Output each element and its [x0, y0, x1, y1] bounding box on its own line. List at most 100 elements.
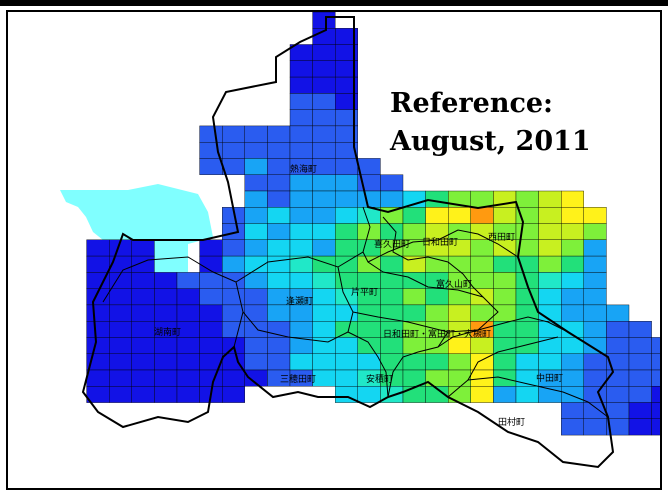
mesh-cell [199, 158, 223, 175]
mesh-cell [583, 223, 607, 240]
mesh-cell [199, 125, 223, 143]
mesh-cell [312, 12, 336, 29]
mesh-cell [267, 353, 291, 371]
mesh-cell [335, 353, 359, 371]
mesh-cell [289, 207, 313, 224]
mesh-cell [267, 272, 291, 289]
mesh-cell [221, 255, 245, 273]
mesh-cell [561, 353, 585, 371]
mesh-cell [312, 141, 336, 159]
mesh-cell [538, 321, 562, 338]
mesh-cell [221, 386, 245, 403]
boundary-line [347, 331, 389, 398]
mesh-cell [357, 158, 381, 175]
mesh-cell [154, 353, 178, 371]
mesh-cell [470, 190, 494, 208]
boundary-line [382, 216, 484, 298]
mesh-cell [86, 239, 110, 257]
mesh-cell [312, 109, 336, 127]
mesh-cell [176, 272, 200, 289]
mesh-cell [470, 386, 494, 403]
mesh-cell [244, 337, 268, 354]
mesh-cell [335, 174, 359, 192]
mesh-cell [199, 239, 223, 257]
mesh-cell [267, 337, 291, 354]
mesh-cell [583, 353, 607, 371]
mesh-cell [561, 255, 585, 273]
mesh-cell [312, 44, 336, 61]
mesh-cell [289, 272, 313, 289]
mesh-cell [651, 418, 660, 436]
mesh-cell [493, 353, 517, 371]
mesh-cell [131, 288, 155, 306]
mesh-cell [154, 288, 178, 306]
mesh-cell [335, 190, 359, 208]
mesh-cell [289, 174, 313, 192]
town-label: 富久山町 [436, 278, 472, 290]
mesh-cell [583, 272, 607, 289]
mesh-cell [176, 369, 200, 387]
mesh-cell [583, 337, 607, 354]
mesh-cell [425, 288, 449, 306]
mesh-cell [131, 239, 155, 257]
mesh-grid [60, 12, 660, 436]
mesh-cell [267, 304, 291, 322]
mesh-cell [357, 304, 381, 322]
map-panel: 熱海町西田町喜久田町日和田町富久山町片平町逢瀬町湖南町日和田町・富田町・大槻町三… [6, 10, 662, 490]
mesh-cell [244, 125, 268, 143]
mesh-cell [176, 337, 200, 354]
mesh-cell [199, 321, 223, 338]
mesh-cell [402, 255, 426, 273]
mesh-cell [289, 60, 313, 78]
mesh-cell [538, 255, 562, 273]
mesh-cell [199, 255, 223, 273]
mesh-cell [86, 255, 110, 273]
mesh-cell [380, 190, 404, 208]
mesh-cell [289, 109, 313, 127]
mesh-cell [86, 304, 110, 322]
mesh-cell [651, 369, 660, 387]
mesh-cell [312, 321, 336, 338]
mesh-cell [335, 239, 359, 257]
reference-title: Reference: [390, 88, 554, 119]
mesh-cell [221, 125, 245, 143]
mesh-cell [267, 223, 291, 240]
mesh-cell [493, 288, 517, 306]
mesh-cell [312, 272, 336, 289]
mesh-cell [538, 207, 562, 224]
mesh-cell [244, 288, 268, 306]
mesh-cell [131, 321, 155, 338]
mesh-cell [267, 125, 291, 143]
mesh-cell [244, 207, 268, 224]
mesh-cell [628, 353, 652, 371]
mesh-cell [606, 304, 630, 322]
mesh-cell [289, 93, 313, 110]
town-label: 三穂田町 [280, 373, 316, 385]
mesh-cell [380, 255, 404, 273]
mesh-cell [312, 255, 336, 273]
mesh-cell [312, 304, 336, 322]
mesh-cell [244, 158, 268, 175]
mesh-cell [538, 190, 562, 208]
mesh-cell [651, 386, 660, 403]
mesh-cell [244, 321, 268, 338]
mesh-cell [515, 337, 539, 354]
mesh-cell [493, 255, 517, 273]
mesh-cell [108, 369, 132, 387]
town-label: 日和田町・富田町・大槻町 [383, 328, 491, 340]
mesh-cell [154, 337, 178, 354]
mesh-cell [561, 386, 585, 403]
town-label: 片平町 [351, 286, 378, 298]
mesh-cell [108, 337, 132, 354]
mesh-cell [176, 288, 200, 306]
mesh-cell [357, 272, 381, 289]
mesh-cell [628, 321, 652, 338]
mesh-cell [583, 418, 607, 436]
mesh-cell [538, 239, 562, 257]
mesh-cell [289, 190, 313, 208]
mesh-cell [515, 353, 539, 371]
mesh-cell [244, 141, 268, 159]
mesh-cell [289, 321, 313, 338]
mesh-cell [493, 272, 517, 289]
